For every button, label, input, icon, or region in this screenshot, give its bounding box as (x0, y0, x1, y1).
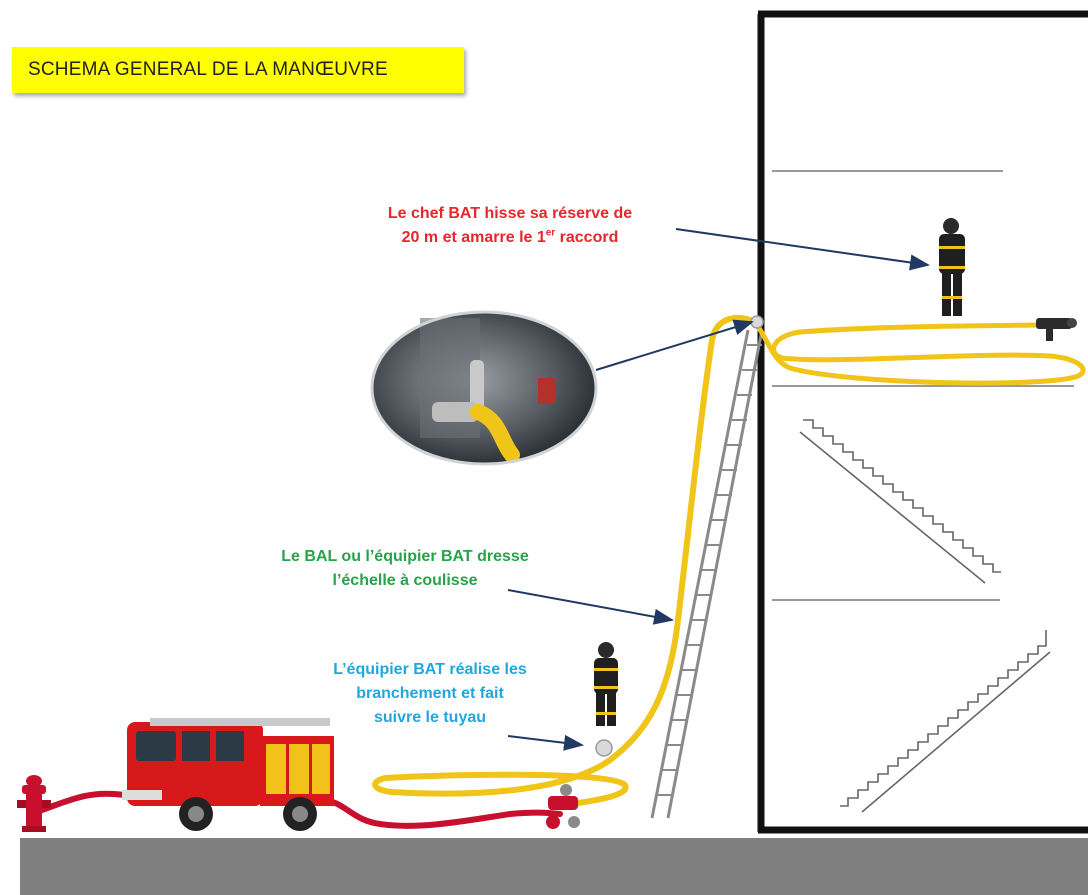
diagram-title: SCHEMA GENERAL DE LA MANŒUVRE (12, 47, 464, 93)
hose-coupling (750, 315, 764, 329)
arrow-photo (595, 319, 754, 371)
fire-hydrant-icon (17, 775, 51, 832)
ground (20, 838, 1088, 895)
building (757, 10, 1088, 834)
fire-truck-icon (122, 718, 334, 831)
attack-hose (372, 314, 753, 808)
hose-coupling-photo (370, 310, 598, 466)
annotation-equipier-line1: L’équipier BAT réalise les (333, 661, 527, 678)
annotation-chef-line1: Le chef BAT hisse sa réserve de (387, 205, 633, 222)
ladder-icon (650, 329, 764, 819)
annotation-chef-bat: Le chef BAT hisse sa réserve de 20 m et … (340, 202, 680, 250)
staircase-icon (840, 630, 1051, 813)
arrow-equipier (507, 734, 584, 751)
annotation-equipier: L’équipier BAT réalise les branchement e… (270, 658, 590, 730)
nozzle-icon (1036, 318, 1077, 341)
annotation-chef-line2: 20 m et amarre le 1er raccord (401, 227, 619, 246)
firefighter-icon (594, 642, 618, 726)
staircase-icon (799, 419, 1001, 584)
dividing-breeching-icon (546, 784, 580, 829)
annotation-bal-line2: l’échelle à coulisse (332, 572, 478, 589)
annotation-equipier-line2: branchement et fait (356, 685, 504, 702)
annotation-bal-line1: Le BAL ou l’équipier BAT dresse (281, 548, 529, 565)
callout-arrows (507, 228, 930, 751)
attack-hose-upper (749, 317, 1086, 386)
annotation-equipier-line3: suivre le tuyau (373, 709, 487, 726)
hose-coupling (595, 739, 613, 757)
annotation-bal: Le BAL ou l’équipier BAT dresse l’échell… (235, 545, 575, 593)
arrow-chef (675, 228, 930, 271)
arrow-bal (507, 589, 674, 625)
firefighter-icon (939, 218, 965, 316)
